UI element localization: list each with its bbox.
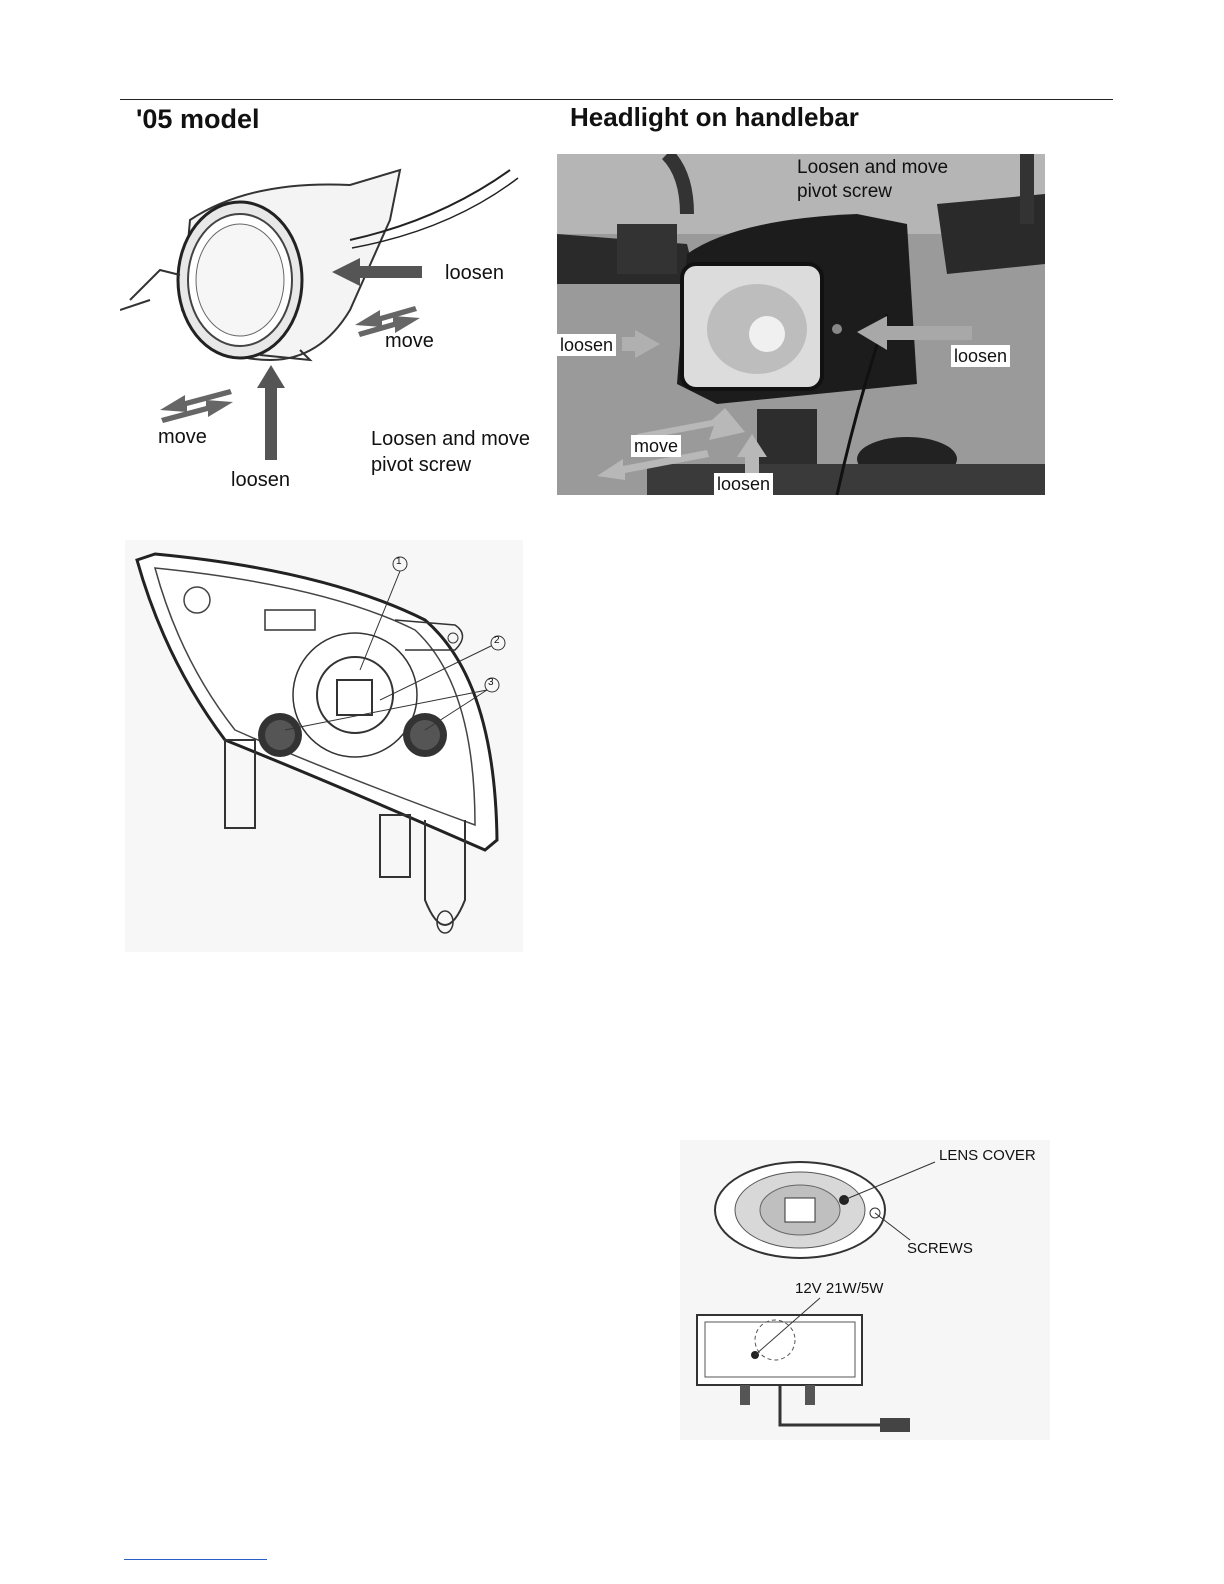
section-title-handlebar-headlight: Headlight on handlebar (570, 102, 859, 133)
label-pivot-line2: pivot screw (371, 454, 471, 477)
photo-label-loosen-left: loosen (557, 334, 616, 356)
headlight-rear-diagram: 1 2 3 (125, 540, 523, 952)
label-loosen-side: loosen (445, 262, 504, 285)
headlight-05-model-diagram: loosen move move loosen Loosen and move … (120, 160, 550, 500)
photo-note-line1: Loosen and move (797, 156, 948, 180)
taillight-diagram: LENS COVER SCREWS 12V 21W/5W (680, 1140, 1050, 1440)
headlight-handlebar-photo: Loosen and move pivot screw loosen loose… (557, 154, 1045, 495)
photo-label-loosen-bottom: loosen (714, 473, 773, 495)
callout-2: 2 (494, 635, 500, 646)
callout-3: 3 (488, 677, 494, 688)
footnote-separator (124, 1559, 267, 1560)
label-pivot-line1: Loosen and move (371, 428, 530, 451)
label-loosen-bottom: loosen (231, 469, 290, 492)
label-lens-cover: LENS COVER (939, 1147, 1036, 1164)
photo-label-loosen-right: loosen (951, 345, 1010, 367)
label-screws: SCREWS (907, 1240, 973, 1257)
photo-note-line2: pivot screw (797, 180, 892, 204)
section-title-05-model: '05 model (136, 104, 259, 135)
label-bulb-spec: 12V 21W/5W (795, 1280, 883, 1297)
header-rule (120, 99, 1113, 100)
label-move-right: move (385, 330, 434, 353)
label-move-left: move (158, 426, 207, 449)
callout-1: 1 (396, 556, 402, 567)
photo-label-move: move (631, 435, 681, 457)
